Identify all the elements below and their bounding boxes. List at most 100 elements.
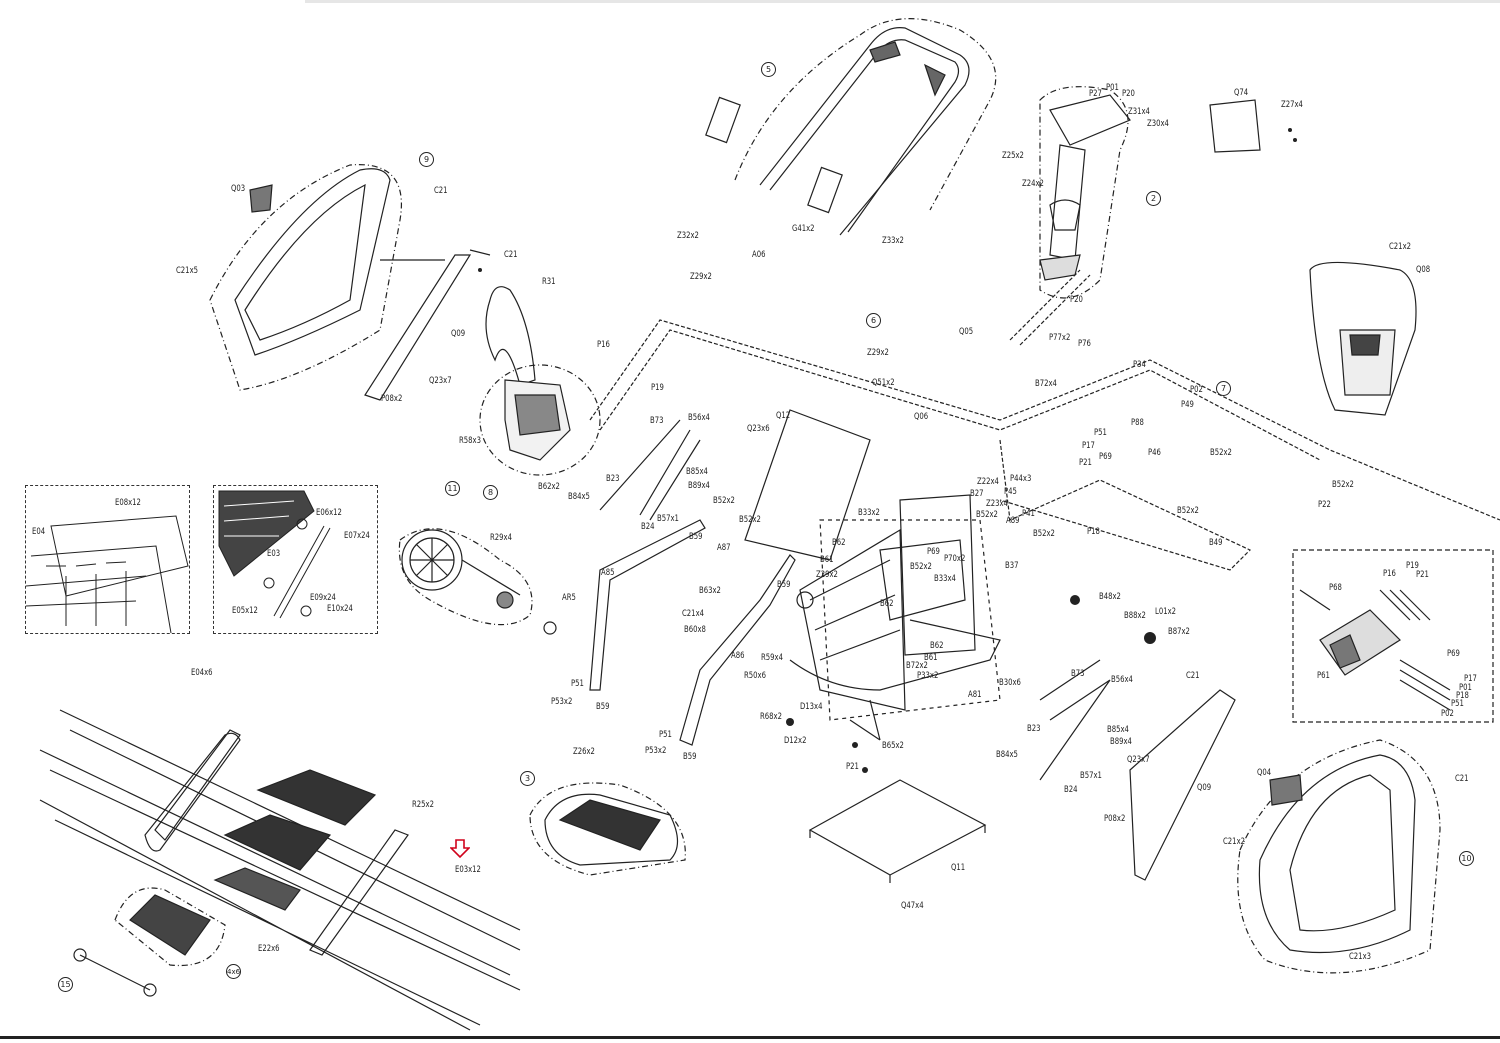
part-label: B52x2: [1033, 529, 1055, 539]
part-label: P20: [1070, 295, 1083, 305]
part-label: P22: [1318, 500, 1331, 510]
part-label: C21: [1455, 774, 1469, 784]
part-label: P21: [1079, 458, 1092, 468]
part-label: B52x2: [739, 515, 761, 525]
part-label: P08x2: [1104, 814, 1126, 824]
part-label: P16: [597, 340, 610, 350]
part-label: G41x2: [792, 224, 815, 234]
part-label: P19: [651, 383, 664, 393]
callout-4-text: 4x6: [227, 968, 241, 976]
part-label: B56x4: [688, 413, 710, 423]
part-label: P44x3: [1010, 474, 1032, 484]
part-label: Z23x4: [986, 499, 1008, 509]
part-label: P51: [659, 730, 672, 740]
callout-15: 15: [58, 977, 73, 992]
part-label: P51: [1094, 428, 1107, 438]
part-label: E22x6: [258, 944, 280, 954]
part-label: B24: [1064, 785, 1078, 795]
part-label: R68x2: [760, 712, 782, 722]
part-label: B37: [1005, 561, 1019, 571]
part-label: C21x5: [176, 266, 199, 276]
part-label: B48x2: [1099, 592, 1121, 602]
left-side-cover: [209, 164, 491, 401]
part-label: P61: [1317, 671, 1330, 681]
part-label: B72x4: [1035, 379, 1057, 389]
callout-6: 6: [866, 313, 881, 328]
part-label: A85: [601, 568, 615, 578]
part-label: Q74: [1234, 88, 1249, 98]
right-pedal-arm: [1129, 689, 1441, 974]
flywheel: [398, 528, 557, 635]
drive-motor: [479, 286, 601, 476]
callout-2: 2: [1146, 191, 1161, 206]
part-label: P18: [1456, 691, 1469, 701]
part-label: P68: [1329, 583, 1342, 593]
part-label: P49: [1181, 400, 1194, 410]
callout-3: 3: [520, 771, 535, 786]
part-label: Q06: [914, 412, 929, 422]
part-label: R29x4: [490, 533, 512, 543]
part-label: P20: [1122, 89, 1135, 99]
part-label: P18: [1087, 527, 1100, 537]
part-label: E05x12: [232, 606, 258, 616]
part-label: Z22x4: [977, 477, 999, 487]
part-label: P17: [1464, 674, 1477, 684]
part-label: B65x2: [882, 741, 904, 751]
part-label: B61: [924, 653, 938, 663]
hardware-fasteners: [478, 128, 1297, 773]
part-label: B63x2: [699, 586, 721, 596]
base-plate: [808, 779, 987, 883]
part-label: P16: [1383, 569, 1396, 579]
part-label: Q03: [231, 184, 246, 194]
part-label: E03: [267, 549, 281, 559]
part-label: Z29x2: [867, 348, 889, 358]
part-label: Z29x2: [816, 570, 838, 580]
part-label: E04x6: [191, 668, 213, 678]
part-label: P33x2: [917, 671, 939, 681]
highlight-arrow-icon: [450, 839, 470, 859]
part-label: P17: [1082, 441, 1095, 451]
control-board-detail: [1292, 549, 1494, 723]
part-label: P45: [1004, 487, 1017, 497]
part-label: B33x2: [858, 508, 880, 518]
callout-8: 8: [483, 485, 498, 500]
callout-7: 7: [1216, 381, 1231, 396]
part-label: C21: [504, 250, 518, 260]
part-label: R31: [542, 277, 556, 287]
part-label: B23: [1027, 724, 1041, 734]
part-label: B62x2: [538, 482, 560, 492]
part-label: P01: [1459, 683, 1472, 693]
part-label: Z26x2: [573, 747, 595, 757]
part-label: P69: [1099, 452, 1112, 462]
part-label: B59: [689, 532, 703, 542]
part-label: A81: [968, 690, 982, 700]
part-label: B85x4: [686, 467, 708, 477]
part-label: B57x1: [657, 514, 679, 524]
part-label: E10x24: [327, 604, 353, 614]
part-label: R25x2: [412, 800, 434, 810]
part-label: B88x2: [1124, 611, 1146, 621]
part-label: Q23x6: [747, 424, 770, 434]
wiring-routes: [589, 269, 1500, 571]
callout-5: 5: [761, 62, 776, 77]
part-label: Q12: [776, 411, 791, 421]
part-label: D13x4: [800, 702, 823, 712]
part-label: E06x12: [316, 508, 342, 518]
part-label: E08x12: [115, 498, 141, 508]
part-label: Q51x2: [872, 378, 895, 388]
part-label: B61: [820, 555, 834, 565]
part-label: P76: [1078, 339, 1091, 349]
part-label: P51: [1451, 699, 1464, 709]
part-label: B52x2: [1177, 506, 1199, 516]
part-label: B57x1: [1080, 771, 1102, 781]
part-label: B33x4: [934, 574, 956, 584]
part-label: B62: [832, 538, 846, 548]
part-label: Q09: [1197, 783, 1212, 793]
part-label: C21: [434, 186, 448, 196]
part-label: B73: [1071, 669, 1085, 679]
part-label: P02: [1441, 709, 1454, 719]
top-edge-line: [305, 0, 1500, 3]
part-label: C21x3: [1349, 952, 1372, 962]
part-label: B23: [606, 474, 620, 484]
